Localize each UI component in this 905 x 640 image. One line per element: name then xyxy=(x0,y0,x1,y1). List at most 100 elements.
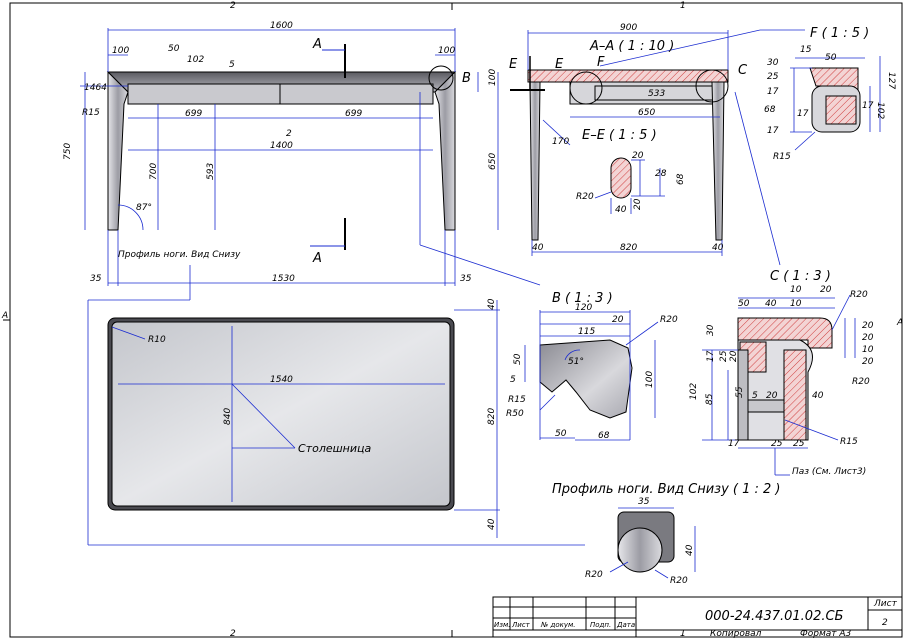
dim-100-left: 100 xyxy=(112,46,129,56)
dim-f-r15: R15 xyxy=(773,152,791,162)
dim-699-left: 699 xyxy=(185,109,202,119)
title-format: Формат А3 xyxy=(800,629,852,639)
dim-ee-68: 68 xyxy=(676,173,686,185)
dim-b-51deg: 51° xyxy=(568,357,584,367)
dim-40-left-side: 40 xyxy=(532,243,544,253)
dim-plan-1540: 1540 xyxy=(270,375,293,385)
dim-f-17-d: 17 xyxy=(767,126,779,136)
dim-40-right-side: 40 xyxy=(712,243,724,253)
dim-35-right: 35 xyxy=(460,274,472,284)
dim-699-right: 699 xyxy=(345,109,362,119)
dim-f-50: 50 xyxy=(825,53,837,63)
dim-c-40-top: 40 xyxy=(765,299,777,309)
dim-170: 170 xyxy=(552,137,569,147)
dim-750: 750 xyxy=(63,143,73,160)
dim-plan-r10: R10 xyxy=(148,335,166,345)
dim-1530: 1530 xyxy=(272,274,295,284)
dim-c-85: 85 xyxy=(705,393,715,405)
dim-b-115: 115 xyxy=(578,327,595,337)
note-groove: Паз (См. Лист3) xyxy=(792,467,866,477)
detail-c xyxy=(702,294,856,476)
dim-c-20-r1: 20 xyxy=(862,321,874,331)
front-view xyxy=(80,28,585,546)
section-mark-a-bottom: A xyxy=(312,251,322,266)
dim-100-vert: 100 xyxy=(488,69,498,86)
dim-2: 2 xyxy=(286,129,292,139)
dim-leg-35: 35 xyxy=(638,497,650,507)
detail-f xyxy=(790,56,881,151)
dim-593: 593 xyxy=(206,163,216,180)
dim-700: 700 xyxy=(149,163,159,180)
dim-c-102: 102 xyxy=(689,383,699,400)
dim-b-20: 20 xyxy=(612,315,624,325)
title-code: 000-24.437.01.02.СБ xyxy=(705,609,844,624)
title-copied: Копировал xyxy=(710,629,762,639)
dim-c-10-b: 10 xyxy=(790,299,802,309)
plan-view xyxy=(107,300,500,538)
dim-f-15: 15 xyxy=(800,45,812,55)
dim-plan-40-bottom: 40 xyxy=(487,518,497,530)
dim-5: 5 xyxy=(229,60,235,70)
dim-plan-820: 820 xyxy=(487,408,497,425)
dim-b-r50: R50 xyxy=(506,409,524,419)
zone-bottom-2: 2 xyxy=(230,629,236,639)
dim-c-25-b2: 25 xyxy=(793,439,805,449)
dim-ee-r20: R20 xyxy=(576,192,594,202)
dim-c-20-r2: 20 xyxy=(862,333,874,343)
dim-c-40-mid: 40 xyxy=(812,391,824,401)
dim-leg-40: 40 xyxy=(685,544,695,556)
dim-b-r15: R15 xyxy=(508,395,526,405)
zone-bottom-1: 1 xyxy=(680,629,686,639)
dim-b-50-horz: 50 xyxy=(555,429,567,439)
mark-e-right: E xyxy=(555,57,564,72)
dim-b-120: 120 xyxy=(575,303,592,313)
title-detail-c: C ( 1 : 3 ) xyxy=(770,269,831,284)
dim-c-r20-b: R20 xyxy=(852,377,870,387)
col-sheet: Лист xyxy=(511,621,531,629)
dim-c-10-r: 10 xyxy=(862,345,874,355)
title-sheet-label: Лист xyxy=(873,599,898,609)
note-leg-profile: Профиль ноги. Вид Снизу xyxy=(118,250,241,260)
zone-top-1: 1 xyxy=(680,1,686,11)
zone-top-2: 2 xyxy=(230,1,236,11)
dim-b-100: 100 xyxy=(645,371,655,388)
dim-leg-r20-r: R20 xyxy=(670,576,688,586)
dim-c-r20-top: R20 xyxy=(850,290,868,300)
col-sign: Подп. xyxy=(590,621,611,629)
zone-side-left: A xyxy=(1,311,8,321)
dim-f-17-c: 17 xyxy=(862,101,874,111)
title-detail-f: F ( 1 : 5 ) xyxy=(810,26,869,41)
dim-c-5: 5 xyxy=(752,391,758,401)
dim-1400: 1400 xyxy=(270,141,293,151)
dim-1464: 1464 xyxy=(84,83,107,93)
section-mark-a-top: A xyxy=(312,37,322,52)
sheet-frame xyxy=(3,2,903,638)
dim-c-17-b: 17 xyxy=(728,439,740,449)
dim-c-25-b1: 25 xyxy=(771,439,783,449)
dim-plan-840: 840 xyxy=(223,408,233,425)
dim-c-10-top: 10 xyxy=(790,285,802,295)
dim-b-5: 5 xyxy=(510,375,516,385)
label-tabletop: Столешница xyxy=(298,442,372,455)
detail-b xyxy=(524,310,659,441)
title-block xyxy=(492,596,903,638)
dim-50: 50 xyxy=(168,44,180,54)
dim-f-17-a: 17 xyxy=(767,87,779,97)
title-detail-b: B ( 1 : 3 ) xyxy=(552,291,613,306)
dim-ee-40: 40 xyxy=(615,205,627,215)
dim-f-25: 25 xyxy=(767,72,779,82)
dim-b-68: 68 xyxy=(598,431,610,441)
dim-plan-40-top: 40 xyxy=(487,298,497,310)
title-leg-profile: Профиль ноги. Вид Снизу ( 1 : 2 ) xyxy=(552,482,781,497)
dim-b-50-vert: 50 xyxy=(513,353,523,365)
dim-b-r20: R20 xyxy=(660,315,678,325)
dim-f-68: 68 xyxy=(764,105,776,115)
dim-ee-28: 28 xyxy=(655,169,667,179)
title-section-aa: A–A ( 1 : 10 ) xyxy=(589,39,674,54)
section-ee xyxy=(594,157,665,214)
dim-f-102: 102 xyxy=(875,102,885,119)
mark-f: F xyxy=(597,55,605,70)
mark-c: C xyxy=(738,63,748,78)
detail-mark-b: B xyxy=(462,71,471,86)
